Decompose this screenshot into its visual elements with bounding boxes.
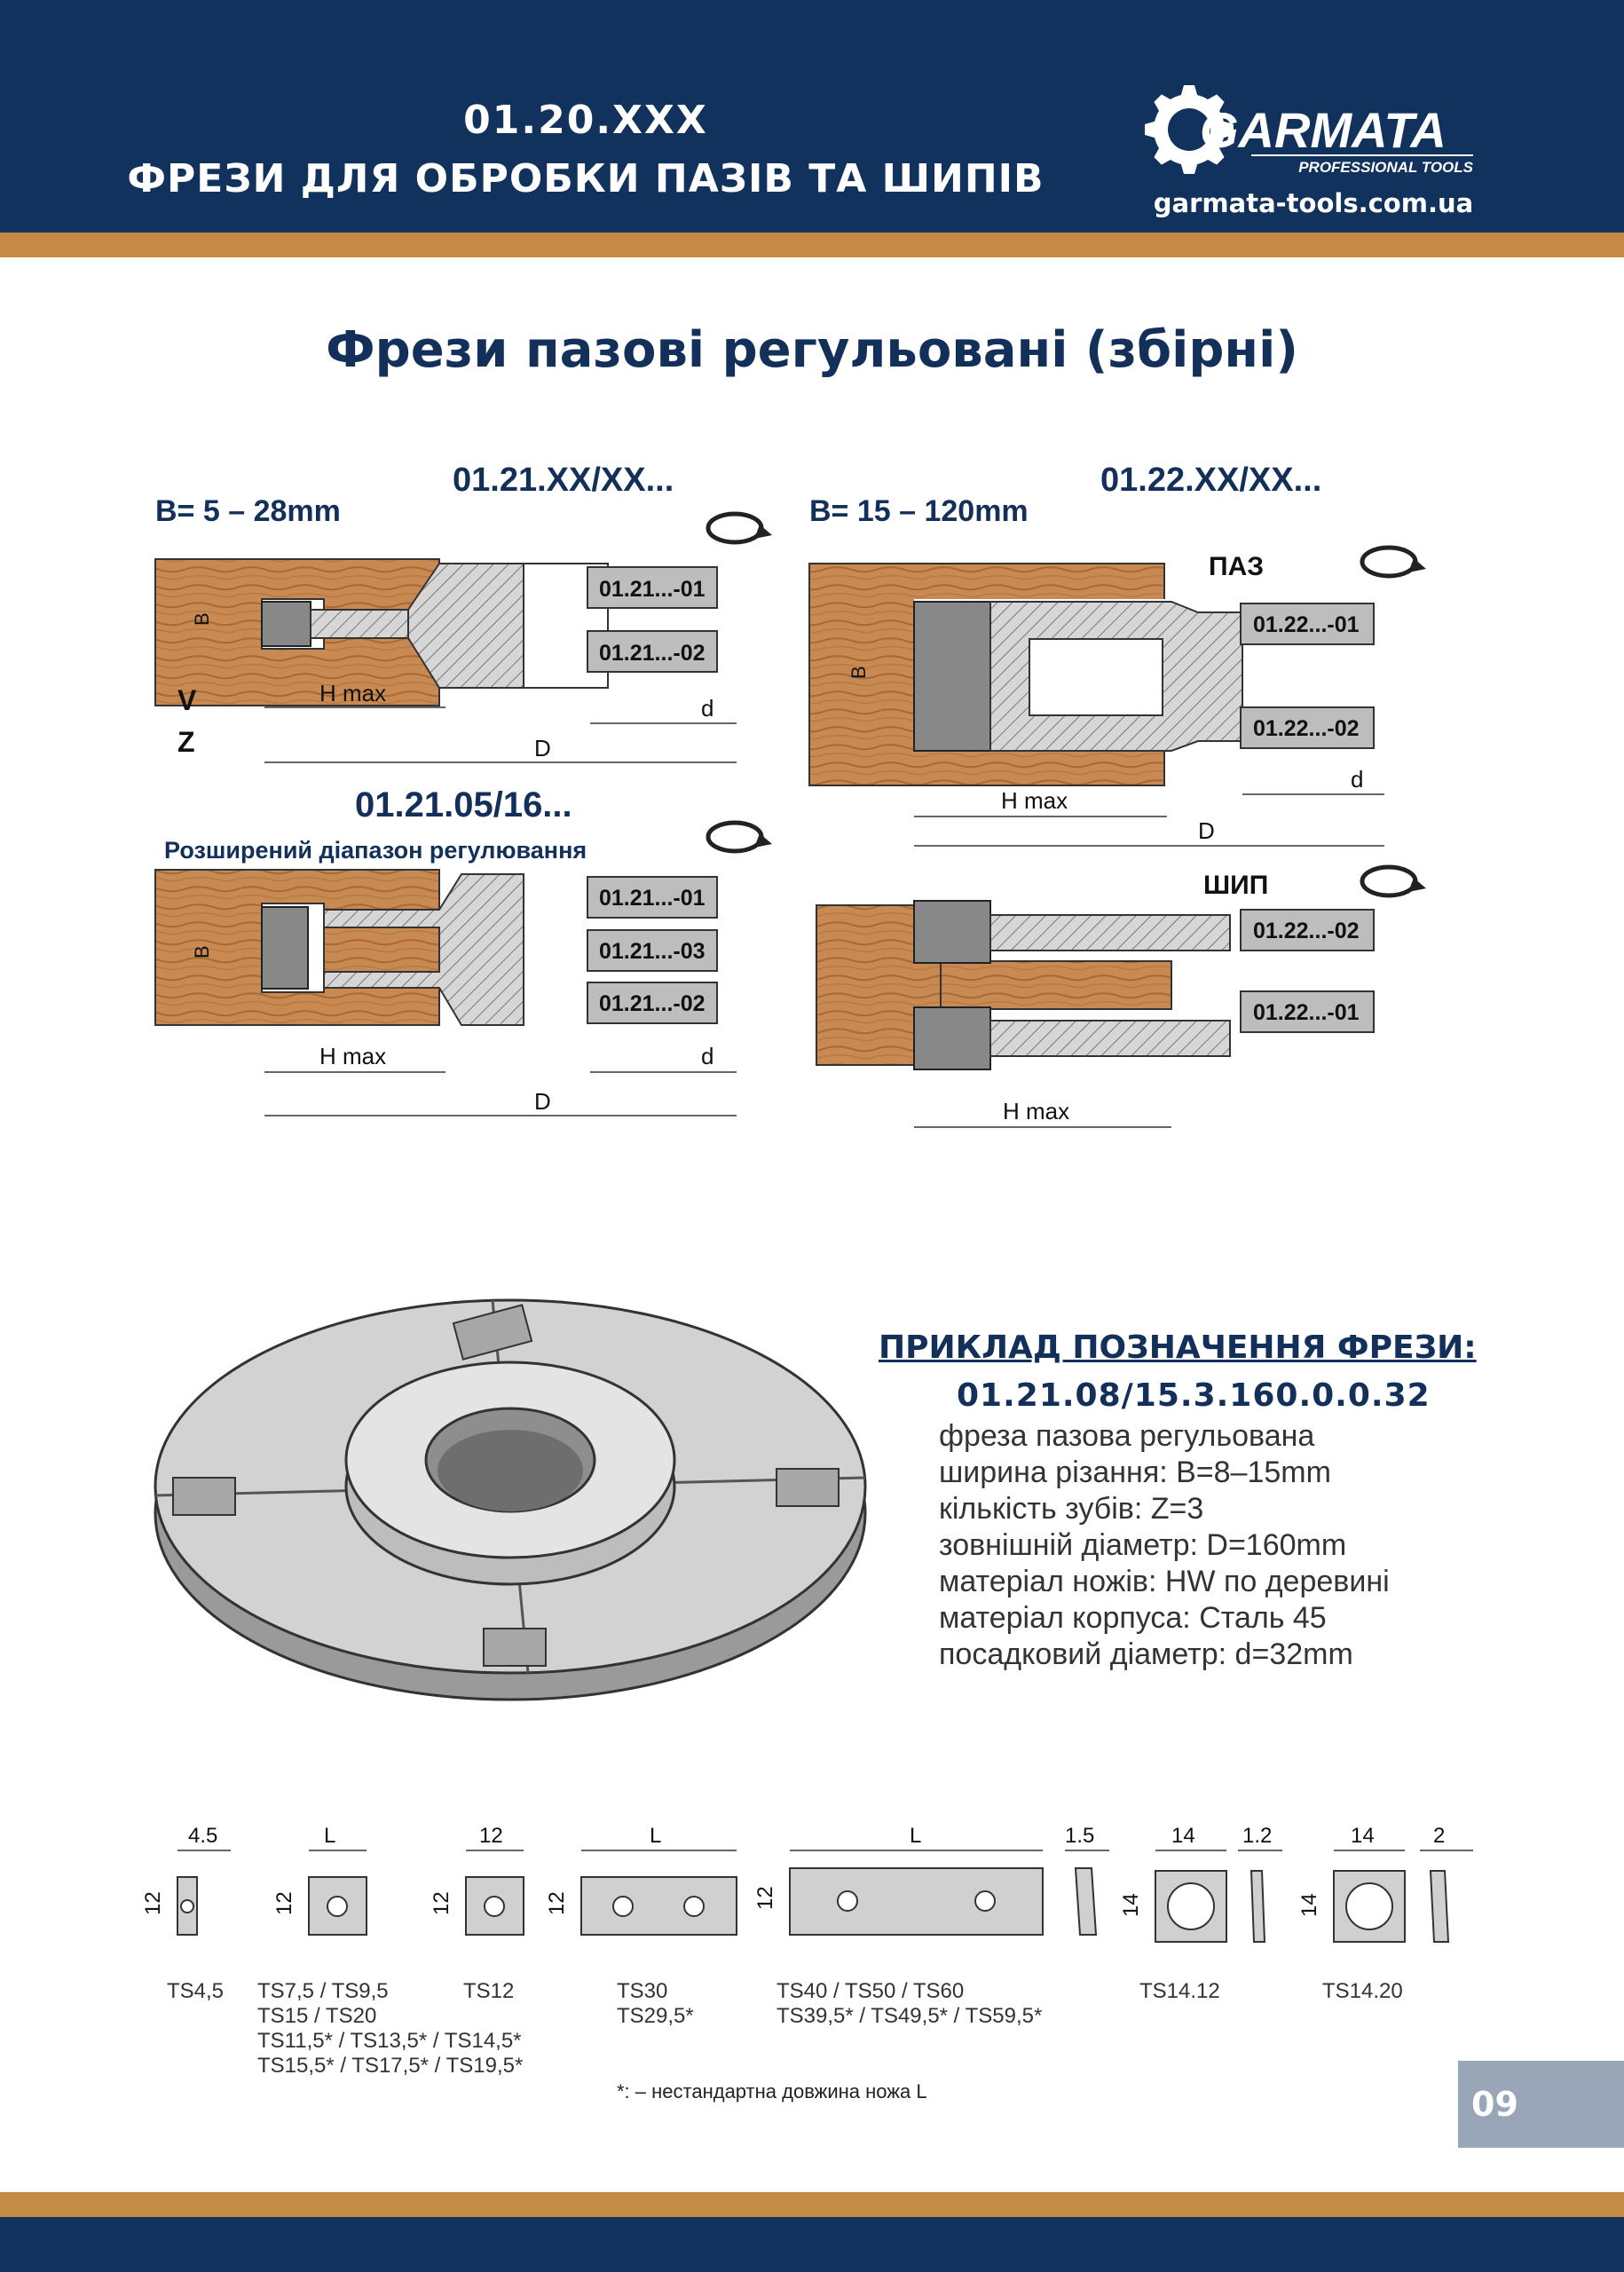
diagram-a-range: B= 5 – 28mm: [155, 494, 341, 528]
knife-dim: 1.5: [1065, 1824, 1094, 1848]
diagram-c-code: 01.22.XX/XX...: [1100, 462, 1321, 499]
svg-text:d: d: [701, 695, 713, 722]
knife-dim: 14: [1171, 1824, 1195, 1848]
rotation-arrow-icon: [1360, 864, 1426, 898]
svg-text:01.22...-02: 01.22...-02: [1253, 919, 1360, 943]
svg-text:01.21...-02: 01.21...-02: [599, 991, 706, 1016]
knife-dim: L: [324, 1824, 335, 1848]
rotation-arrow-icon: [706, 820, 772, 854]
diagram-c: 01.22.XX/XX... B= 15 – 120mm ПАЗ 01.22..…: [808, 462, 1426, 1128]
header-band: [0, 0, 1624, 233]
example-line: кількість зубів: Z=3: [939, 1492, 1204, 1526]
garmata-logo: GARMATA PROFESSIONAL TOOLS: [1145, 85, 1474, 176]
header-title: ФРЕЗИ ДЛЯ ОБРОБКИ ПАЗІВ ТА ШИПІВ: [127, 156, 1045, 201]
knife-dim: L: [910, 1824, 921, 1848]
svg-text:01.22...-01: 01.22...-01: [1253, 612, 1360, 637]
diagram-b: 01.21.05/16... Розширений діапазон регул…: [154, 785, 772, 1116]
example-line: ширина різання: B=8–15mm: [939, 1456, 1331, 1489]
knife-dim: 12: [753, 1886, 777, 1910]
block-a-02: 01.21...-02: [599, 641, 706, 666]
svg-text:H max: H max: [319, 1043, 386, 1069]
knife-dim: L: [650, 1824, 661, 1848]
technical-diagrams: 01.21.XX/XX... B= 5 – 28mm 01.21...-01 0…: [154, 462, 1426, 1128]
example-line: фреза пазова регульована: [939, 1419, 1315, 1453]
svg-text:D: D: [534, 735, 551, 761]
groove-label: ПАЗ: [1209, 552, 1264, 581]
page-title: Фрези пазові регульовані (збірні): [326, 321, 1298, 379]
saw-blade-icon: [1145, 85, 1234, 174]
footer-stripe: [0, 2192, 1624, 2217]
diagram-a: 01.21.XX/XX... B= 5 – 28mm 01.21...-01 0…: [154, 462, 772, 763]
svg-text:01.21...-03: 01.21...-03: [599, 939, 706, 964]
knife-dim: 4.5: [188, 1824, 217, 1848]
svg-text:d: d: [701, 1043, 713, 1069]
example-title: ПРИКЛАД ПОЗНАЧЕННЯ ФРЕЗИ:: [879, 1329, 1477, 1366]
svg-text:01.22...-01: 01.22...-01: [1253, 1000, 1360, 1025]
example-line: матеріал корпуса: Сталь 45: [939, 1601, 1327, 1635]
svg-text:Z: Z: [177, 726, 195, 758]
knife-label-ts1420: TS14.20: [1322, 1979, 1403, 2003]
knife-label-ts12: TS12: [463, 1979, 515, 2003]
knife-dim: 14: [1297, 1893, 1321, 1917]
knife-dim: 12: [545, 1891, 569, 1915]
example-code: 01.21.08/15.3.160.0.0.32: [957, 1377, 1431, 1414]
knife-dim: 12: [272, 1891, 296, 1915]
website-link[interactable]: garmata-tools.com.ua: [1153, 188, 1474, 218]
footnote: *: – нестандартна довжина ножа L: [617, 2080, 927, 2102]
svg-text:H max: H max: [319, 680, 386, 706]
rotation-arrow-icon: [706, 511, 772, 545]
header-stripe: [0, 233, 1624, 257]
tenon-label: ШИП: [1203, 871, 1268, 900]
knife-label-ts1412: TS14.12: [1139, 1979, 1220, 2003]
knife-label-ts30: TS30 TS29,5*: [617, 1979, 694, 2028]
svg-text:D: D: [1198, 817, 1215, 844]
knife-dim: 14: [1351, 1824, 1375, 1848]
diagram-b-subtitle: Розширений діапазон регулювання: [164, 837, 587, 864]
rotation-arrow-icon: [1360, 545, 1426, 579]
example-description: фреза пазова регульована ширина різання:…: [939, 1418, 1390, 1673]
diagram-b-code: 01.21.05/16...: [355, 785, 572, 824]
svg-text:01.22...-02: 01.22...-02: [1253, 716, 1360, 741]
example-line: матеріал ножів: HW по деревині: [939, 1565, 1390, 1598]
svg-text:01.21...-01: 01.21...-01: [599, 886, 706, 911]
diagram-c-range: B= 15 – 120mm: [809, 494, 1029, 528]
svg-text:V: V: [177, 684, 197, 716]
svg-text:D: D: [534, 1088, 551, 1115]
knife-dim: 12: [479, 1824, 503, 1848]
knife-dim: 12: [142, 1891, 165, 1915]
example-line: посадковий діаметр: d=32mm: [939, 1637, 1353, 1671]
svg-text:B: B: [847, 666, 870, 679]
knife-dim: 2: [1433, 1824, 1445, 1848]
cutter-illustration: [154, 1298, 867, 1701]
diagram-a-code: 01.21.XX/XX...: [453, 462, 674, 499]
knife-dim: 12: [430, 1891, 453, 1915]
svg-text:GARMATA: GARMATA: [1200, 102, 1447, 158]
block-a-01: 01.21...-01: [599, 577, 706, 602]
knife-label-ts40: TS40 / TS50 / TS60 TS39,5* / TS49,5* / T…: [777, 1979, 1043, 2028]
svg-text:d: d: [1351, 766, 1363, 793]
page-number: 09: [1458, 2061, 1624, 2148]
knife-dim: 1.2: [1242, 1824, 1272, 1848]
footer-band: [0, 2217, 1624, 2272]
knife-dim: 14: [1119, 1893, 1143, 1917]
knife-label-ts45: TS4,5: [167, 1979, 225, 2003]
header-code: 01.20.XXX: [463, 98, 708, 143]
svg-text:B: B: [191, 945, 213, 958]
svg-text:H max: H max: [1003, 1098, 1069, 1124]
example-line: зовнішній діаметр: D=160mm: [939, 1528, 1347, 1562]
knife-drawings: 4.5 12 L 12 12 12 L 12 L 12 1.5 14 1.2 1…: [142, 1824, 1473, 1943]
svg-text:H max: H max: [1001, 787, 1068, 814]
svg-text:PROFESSIONAL TOOLS: PROFESSIONAL TOOLS: [1298, 159, 1473, 176]
svg-text:B: B: [191, 612, 213, 626]
knife-label-ts7: TS7,5 / TS9,5 TS15 / TS20 TS11,5* / TS13…: [257, 1979, 524, 2078]
